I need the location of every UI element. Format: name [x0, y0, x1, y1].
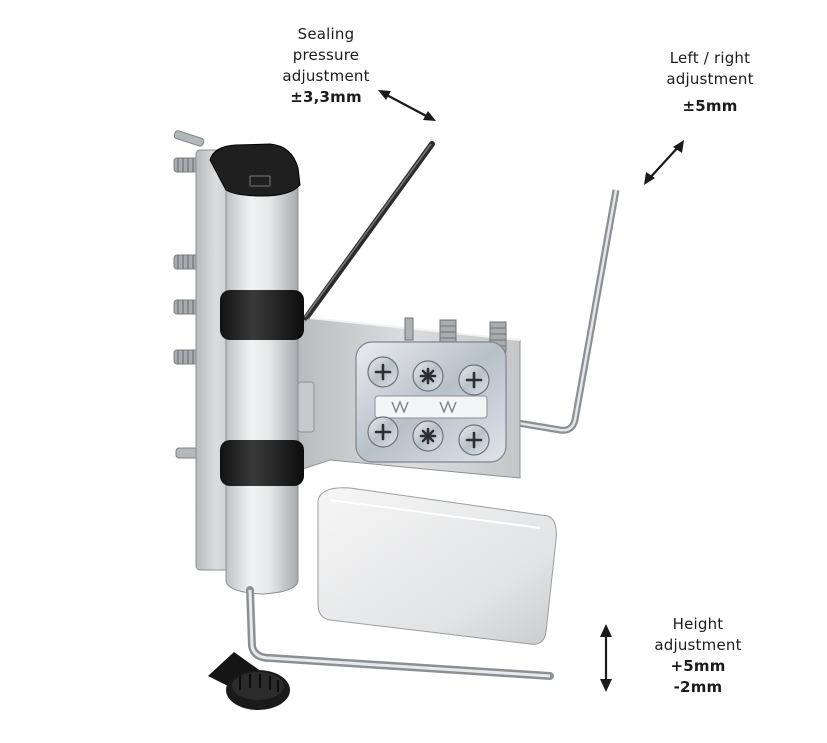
plug-cap [208, 652, 290, 710]
height-label: Height adjustment +5mm -2mm [628, 614, 768, 698]
hex-key-icon [303, 141, 435, 321]
double-arrow-icon [378, 90, 436, 121]
left-right-line-1: Left / right [669, 49, 751, 67]
sealing-value: ±3,3mm [290, 88, 362, 106]
left-right-value: ±5mm [682, 97, 738, 115]
left-right-line-2: adjustment [666, 70, 754, 88]
double-arrow-icon [644, 140, 684, 185]
height-line-1: Height [672, 615, 724, 633]
sealing-line-1: Sealing [297, 25, 355, 43]
double-arrow-icon [600, 624, 612, 692]
height-value-plus: +5mm [670, 657, 726, 675]
hex-key-icon [246, 586, 554, 680]
cover-cap [317, 487, 557, 645]
adjustment-plate [355, 341, 507, 463]
height-value-minus: -2mm [673, 678, 723, 696]
hinge-barrel [209, 143, 315, 595]
hex-key-icon [499, 189, 620, 434]
height-line-2: adjustment [654, 636, 742, 654]
sealing-line-3: adjustment [282, 67, 370, 85]
sealing-line-2: pressure [292, 46, 360, 64]
logo-icon [249, 175, 271, 187]
sealing-pressure-label: Sealing pressure adjustment ±3,3mm [256, 24, 396, 108]
left-right-label: Left / right adjustment ±5mm [640, 48, 780, 117]
